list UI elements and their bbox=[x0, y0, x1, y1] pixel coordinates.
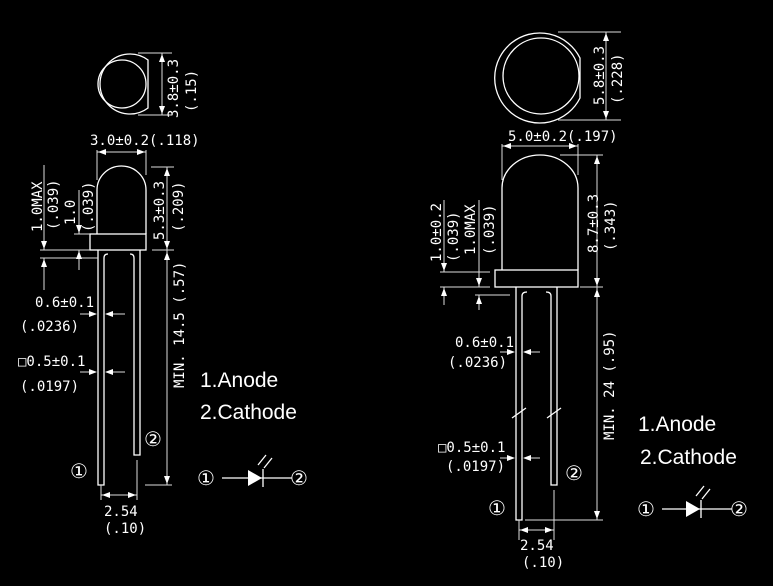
flange-max-label: 1.0MAX bbox=[30, 181, 46, 232]
flange bbox=[89, 233, 147, 251]
lead-width-label: 0.6±0.1 bbox=[455, 335, 514, 351]
symbol-pin1: ① bbox=[197, 466, 215, 490]
lead-square-inch-label: (.0197) bbox=[446, 459, 505, 475]
body-height-inch-label: (.209) bbox=[171, 181, 187, 232]
body-height-inch-label: (.343) bbox=[603, 200, 619, 251]
pitch-label: 2.54 bbox=[520, 538, 554, 554]
body-width-label: 5.0±0.2(.197) bbox=[508, 129, 618, 145]
pitch-inch-label: (.10) bbox=[104, 521, 146, 537]
led-3mm: 3.8±0.3 (.15) 3.0±0.2(.118) 5.3±0.3 (.20… bbox=[18, 52, 200, 537]
led-5mm: 5.8±0.3 (.228) 5.0±0.2(.197) 8.7±0.3 (.3… bbox=[429, 31, 626, 571]
lead-anode bbox=[515, 287, 528, 521]
lens-circle bbox=[97, 59, 147, 109]
body-width-label: 3.0±0.2(.118) bbox=[90, 133, 200, 149]
lead-width-inch-label: (.0236) bbox=[20, 319, 79, 335]
legend-cathode: 2.Cathode bbox=[200, 401, 297, 424]
symbol-pin2: ② bbox=[290, 466, 308, 490]
symbol-pin1: ① bbox=[637, 497, 655, 521]
body-dome bbox=[501, 154, 579, 270]
top-diameter-label: 5.8±0.3 bbox=[592, 46, 608, 105]
body-dome bbox=[96, 165, 147, 234]
pitch-inch-label: (.10) bbox=[522, 555, 564, 571]
lead-cathode bbox=[129, 250, 141, 456]
lead-square-label: □0.5±0.1 bbox=[438, 440, 505, 456]
top-diameter-inch-label: (.228) bbox=[610, 53, 626, 104]
legend-cathode: 2.Cathode bbox=[640, 446, 737, 469]
top-view: 5.8±0.3 (.228) bbox=[494, 31, 626, 124]
flange-max-label: 1.0MAX bbox=[463, 204, 479, 255]
flange-inch-label: (.039) bbox=[81, 181, 97, 232]
lead-length-label: MIN. 14.5 (.57) bbox=[172, 262, 188, 388]
top-diameter-label: 3.8±0.3 bbox=[166, 59, 182, 118]
pin1-marker: ① bbox=[488, 496, 506, 520]
side-view: 5.0±0.2(.197) 8.7±0.3 (.343) MIN. 24 (.9… bbox=[429, 129, 619, 571]
lead-width-inch-label: (.0236) bbox=[448, 355, 507, 371]
body-height-label: 5.3±0.3 bbox=[152, 181, 168, 240]
flange bbox=[494, 269, 579, 288]
lead-square-label: □0.5±0.1 bbox=[18, 354, 85, 370]
top-diameter-inch-label: (.15) bbox=[184, 70, 200, 112]
flange-max-inch-label: (.039) bbox=[482, 204, 498, 255]
pin2-marker: ② bbox=[565, 461, 583, 485]
legend-anode: 1.Anode bbox=[638, 413, 716, 436]
top-view: 3.8±0.3 (.15) bbox=[97, 52, 200, 118]
flange-max-inch-label: (.039) bbox=[46, 179, 62, 230]
flange-inch-label: (.039) bbox=[446, 211, 462, 262]
outer-outline bbox=[494, 32, 581, 124]
pitch-label: 2.54 bbox=[104, 504, 138, 520]
flange-label: 1.0±0.2 bbox=[429, 203, 445, 262]
lead-width-label: 0.6±0.1 bbox=[35, 295, 94, 311]
lead-anode bbox=[97, 250, 109, 486]
lead-cathode bbox=[545, 287, 558, 486]
symbol-pin2: ② bbox=[730, 497, 748, 521]
legend-anode: 1.Anode bbox=[200, 369, 278, 392]
led-symbol-icon: ① ② bbox=[637, 485, 748, 521]
body-height-label: 8.7±0.3 bbox=[586, 194, 602, 253]
lens-circle bbox=[502, 37, 580, 115]
lead-square-inch-label: (.0197) bbox=[20, 379, 79, 395]
flange-label: 1.0 bbox=[63, 200, 79, 225]
side-view: 3.0±0.2(.118) 5.3±0.3 (.209) MIN. 14.5 (… bbox=[18, 133, 200, 537]
lead-length-label: MIN. 24 (.95) bbox=[602, 330, 618, 440]
pin2-marker: ② bbox=[144, 427, 162, 451]
pin1-marker: ① bbox=[70, 459, 88, 483]
outer-outline bbox=[99, 53, 149, 115]
led-symbol-icon: ① ② bbox=[197, 454, 308, 490]
